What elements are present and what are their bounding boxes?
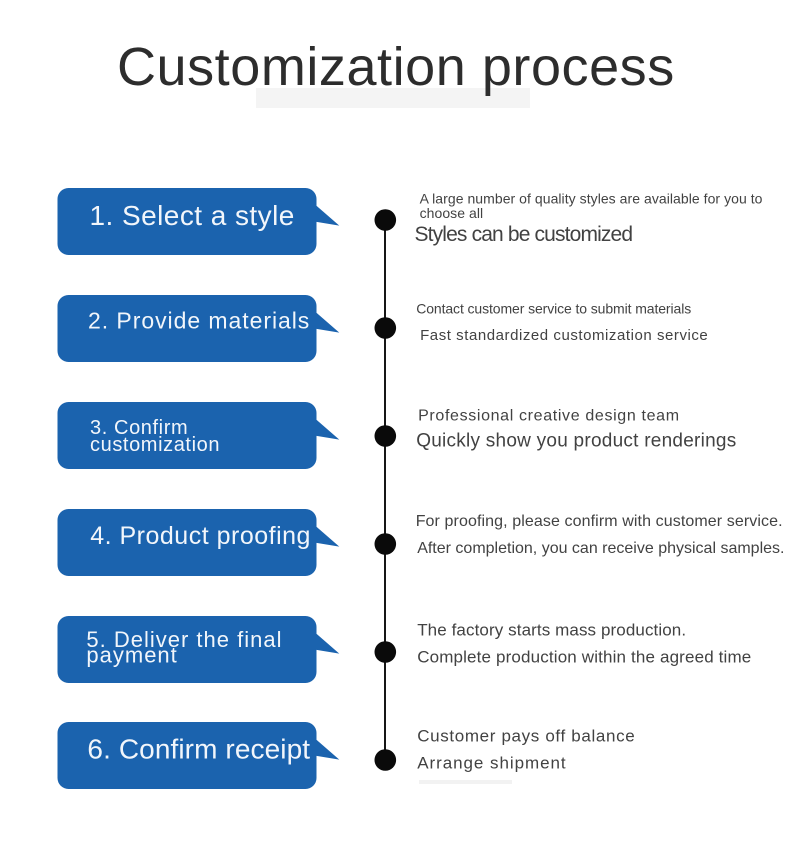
- svg-text:2. Provide materials: 2. Provide materials: [88, 307, 310, 333]
- svg-text:Customer pays off balance: Customer pays off balance: [417, 726, 635, 745]
- svg-text:After completion, you can rece: After completion, you can receive physic…: [417, 540, 784, 557]
- svg-text:6. Confirm receipt: 6. Confirm receipt: [87, 734, 310, 765]
- svg-text:Complete production within the: Complete production within the agreed ti…: [417, 647, 751, 666]
- svg-text:3. Confirm: 3. Confirm: [90, 417, 188, 439]
- svg-text:A large number of quality styl: A large number of quality styles are ava…: [420, 190, 763, 206]
- svg-text:Styles can be customized: Styles can be customized: [415, 223, 633, 246]
- svg-text:choose all: choose all: [420, 205, 484, 221]
- svg-text:Contact customer service to su: Contact customer service to submit mater…: [416, 301, 691, 317]
- svg-text:Customization process: Customization process: [117, 37, 675, 97]
- svg-text:1. Select a style: 1. Select a style: [90, 200, 295, 231]
- svg-text:Quickly show you product rende: Quickly show you product renderings: [416, 430, 736, 451]
- svg-text:5. Deliver the final: 5. Deliver the final: [86, 627, 282, 652]
- svg-text:Fast standardized customizatio: Fast standardized customization service: [420, 327, 708, 344]
- svg-text:Arrange shipment: Arrange shipment: [417, 754, 566, 773]
- svg-text:Professional creative design t: Professional creative design team: [418, 408, 680, 425]
- svg-text:For proofing, please confirm w: For proofing, please confirm with custom…: [416, 513, 783, 530]
- svg-text:4. Product proofing: 4. Product proofing: [90, 522, 311, 550]
- svg-text:payment: payment: [86, 643, 177, 668]
- svg-text:customization: customization: [90, 434, 220, 456]
- svg-text:The factory starts mass produc: The factory starts mass production.: [417, 621, 686, 640]
